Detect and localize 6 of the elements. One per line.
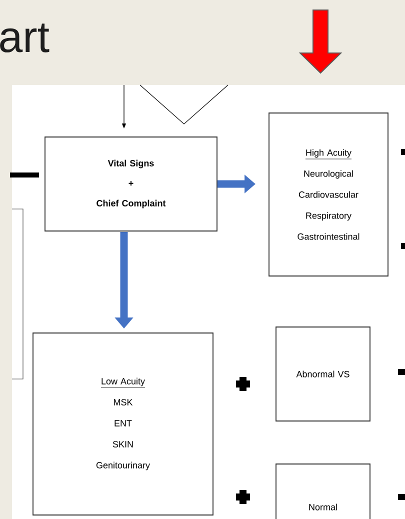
category-box: High Acuity Neurological Cardiovascular Respiratory Gastrointestinal	[268, 112, 388, 276]
process-box: Vital Signs + Chief Complaint	[44, 136, 218, 232]
status-box: Abnormal VS	[276, 326, 370, 422]
status-box: Normal	[276, 464, 370, 519]
title: art	[0, 24, 50, 52]
category-box: Low Acuity MSK ENT SKIN Genitourinary	[32, 332, 214, 516]
